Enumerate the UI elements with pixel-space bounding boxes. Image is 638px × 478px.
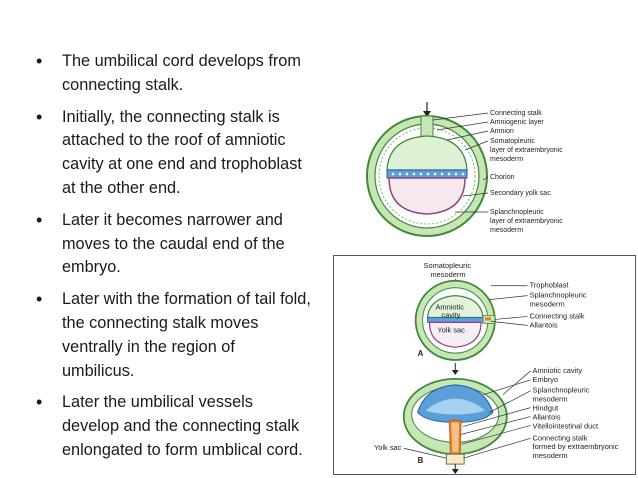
label-a-yolk-sac: Yolk sac xyxy=(437,325,465,334)
label-b-vitellointestinal-duct: Vitellointestinal duct xyxy=(533,421,598,430)
label-b-allantois: Allantois xyxy=(533,413,561,422)
bullet-item: Later the umbilical vessels develop and … xyxy=(36,391,311,462)
label-connecting-stalk: Connecting stalk xyxy=(490,110,542,117)
label-a-letter: A xyxy=(418,349,424,358)
label-a-somatopleuric: Somatopleuric xyxy=(424,261,472,270)
label-a-splanchnopleuric: Splanchnopleuric xyxy=(530,291,587,300)
label-b-embryo: Embryo xyxy=(533,375,559,384)
bullet-item: Later with the formation of tail fold, t… xyxy=(36,288,311,383)
label-chorion: Chorion xyxy=(490,174,515,181)
label-secondary-yolk-sac: Secondary yolk sac xyxy=(490,190,551,197)
label-b-connecting-stalk-line3: mesoderm xyxy=(533,451,568,460)
label-b-yolk-sac: Yolk sac xyxy=(374,443,402,452)
label-b-hindgut: Hindgut xyxy=(533,404,559,413)
label-somatopleuric-line3: mesoderm xyxy=(490,156,523,163)
embryo-cross-section-figure: Connecting stalk Amniogenic layer Amnion… xyxy=(366,102,563,237)
label-a-somatopleuric-line2: mesoderm xyxy=(430,270,465,279)
label-b-splanchnopleuric-line2: mesoderm xyxy=(533,395,568,404)
bullet-item: Initially, the connecting stalk is attac… xyxy=(36,106,311,201)
label-somatopleuric: Somatopleuric xyxy=(490,138,535,145)
label-splanchnopleuric-line3: mesoderm xyxy=(490,227,523,234)
bullet-list: The umbilical cord develops from connect… xyxy=(36,50,311,471)
label-b-connecting-stalk: Connecting stalk xyxy=(533,433,588,442)
label-somatopleuric-line2: layer of extraembryonic xyxy=(490,147,563,154)
label-amnion: Amnion xyxy=(490,128,514,135)
label-a-trophoblast: Trophoblast xyxy=(530,281,569,290)
label-a-amniotic: Amniotic xyxy=(435,303,464,312)
label-b-amniotic-cavity: Amniotic cavity xyxy=(533,366,583,375)
label-b-splanchnopleuric: Splanchnopleuric xyxy=(533,386,590,395)
label-b-connecting-stalk-line2: formed by extraembryonic xyxy=(533,442,619,451)
label-a-connecting-stalk: Connecting stalk xyxy=(530,311,585,320)
label-a-splanchnopleuric-line2: mesoderm xyxy=(530,300,565,309)
label-splanchnopleuric: Splanchnopleuric xyxy=(490,209,544,216)
connecting-stalk-figure: Somatopleuric mesoderm Amniotic cavity Y… xyxy=(333,255,636,475)
label-amniogenic-layer: Amniogenic layer xyxy=(490,119,544,126)
label-a-allantois: Allantois xyxy=(530,320,558,329)
bullet-item: Later it becomes narrower and moves to t… xyxy=(36,209,311,280)
label-a-amniotic-line2: cavity xyxy=(441,310,460,319)
label-b-letter: B xyxy=(418,456,424,465)
label-splanchnopleuric-line2: layer of extraembryonic xyxy=(490,218,563,225)
bullet-item: The umbilical cord develops from connect… xyxy=(36,50,311,98)
